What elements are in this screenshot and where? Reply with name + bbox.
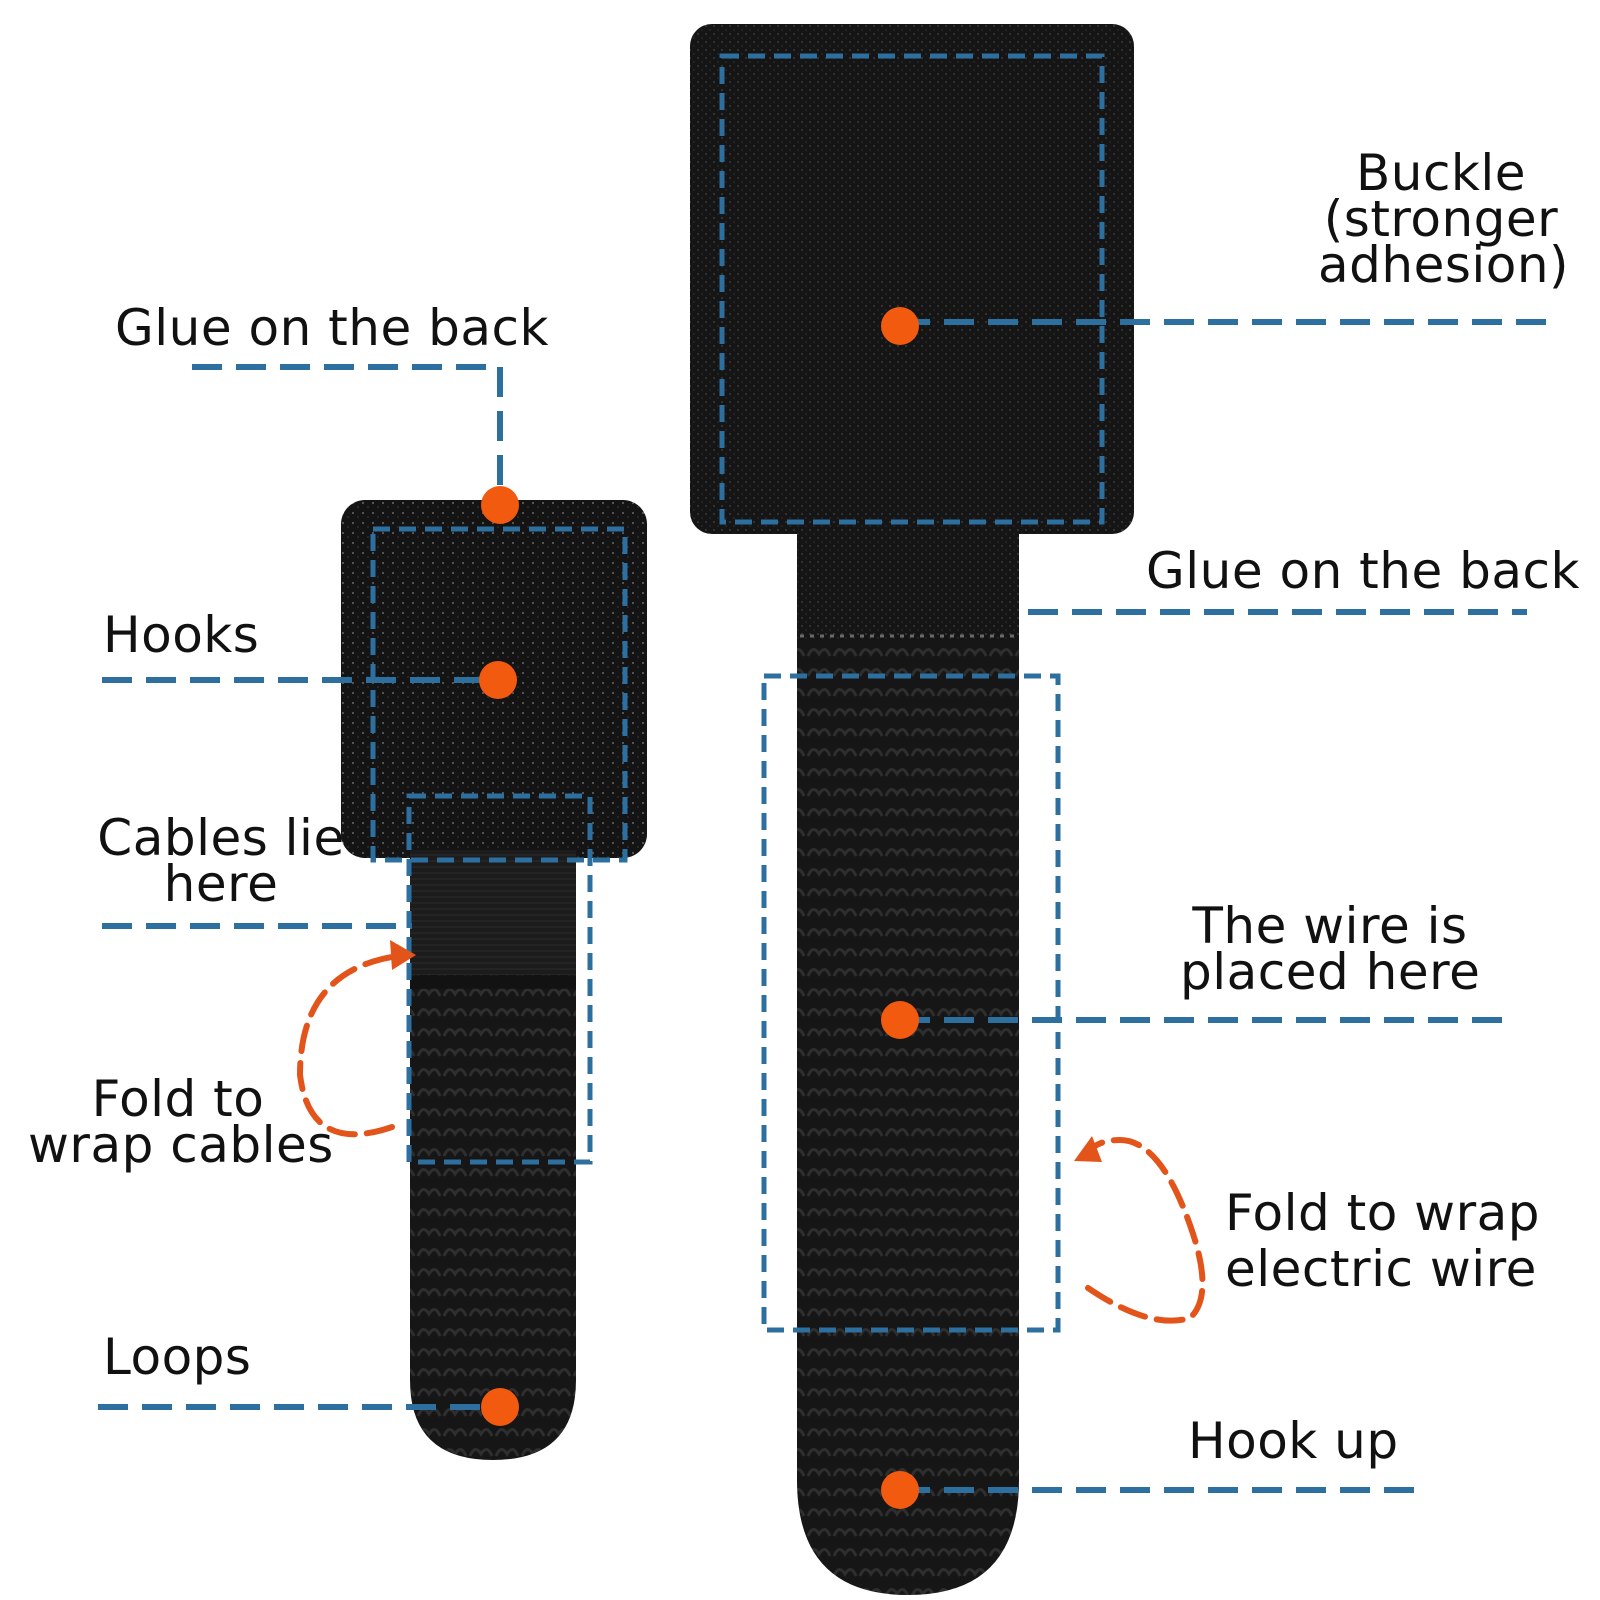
label-cables-lie-line1: Cables lie bbox=[97, 809, 345, 867]
label-right-glue-on-back: Glue on the back bbox=[1146, 542, 1580, 600]
label-buckle-line2: (stronger bbox=[1323, 190, 1559, 248]
marker-wire bbox=[881, 1001, 919, 1039]
label-fold-left-line1: Fold to bbox=[91, 1070, 265, 1128]
label-buckle: Buckle (stronger adhesion) bbox=[1318, 144, 1570, 294]
right-strap bbox=[690, 24, 1134, 1595]
label-fold-to-wrap-electric-wire: Fold to wrap electric wire bbox=[1225, 1184, 1541, 1298]
label-fold-left-line2: wrap cables bbox=[28, 1116, 334, 1174]
left-strap-tail bbox=[410, 975, 576, 1460]
marker-hook-up bbox=[881, 1471, 919, 1509]
left-strap bbox=[341, 500, 647, 1460]
marker-hooks bbox=[479, 661, 517, 699]
label-wire-line2: placed here bbox=[1180, 943, 1481, 1001]
right-wire-area-outline bbox=[761, 673, 1061, 1333]
fold-arrow-left bbox=[296, 953, 401, 1138]
marker-loops bbox=[481, 1388, 519, 1426]
left-cable-area-outline bbox=[406, 793, 593, 1165]
fold-arrow-right-head bbox=[1074, 1136, 1102, 1162]
label-buckle-line3: adhesion) bbox=[1318, 236, 1570, 294]
label-left-glue-on-back: Glue on the back bbox=[115, 299, 549, 357]
label-cables-lie-here: Cables lie here bbox=[96, 809, 346, 913]
label-hooks: Hooks bbox=[103, 606, 260, 664]
label-fold-right-line2: electric wire bbox=[1225, 1240, 1537, 1298]
label-loops: Loops bbox=[103, 1328, 252, 1386]
leader-left-glue bbox=[192, 364, 503, 505]
label-wire-placed-here: The wire is placed here bbox=[1180, 897, 1481, 1001]
label-hook-up: Hook up bbox=[1188, 1412, 1399, 1470]
label-fold-to-wrap-cables: Fold to wrap cables bbox=[28, 1070, 334, 1174]
right-buckle-area-outline bbox=[719, 53, 1105, 525]
right-strap-tail bbox=[797, 640, 1019, 1595]
right-strap-buckle bbox=[690, 24, 1134, 534]
label-buckle-line1: Buckle bbox=[1355, 144, 1527, 202]
marker-buckle bbox=[881, 307, 919, 345]
label-wire-line1: The wire is bbox=[1192, 897, 1468, 955]
marker-left-glue bbox=[481, 486, 519, 524]
right-strap-neck bbox=[797, 520, 1019, 640]
label-cables-lie-line2: here bbox=[163, 855, 279, 913]
fold-arrow-left-head bbox=[390, 940, 416, 970]
fold-arrow-right bbox=[1085, 1136, 1206, 1324]
label-fold-right-line1: Fold to wrap bbox=[1225, 1184, 1541, 1242]
left-hook-area-outline bbox=[370, 526, 628, 863]
left-strap-neck bbox=[410, 850, 576, 980]
